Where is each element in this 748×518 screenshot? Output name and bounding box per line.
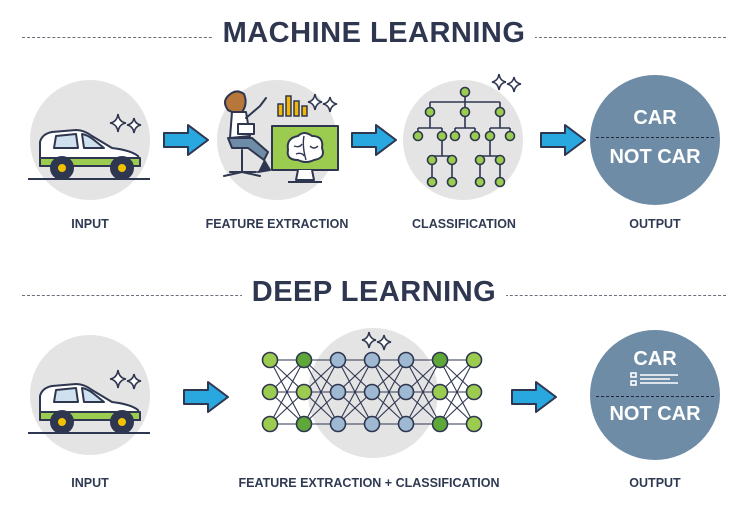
network-edge xyxy=(405,359,441,425)
network-node xyxy=(465,351,483,369)
network-node xyxy=(397,383,415,401)
network-node xyxy=(431,383,449,401)
car-icon xyxy=(28,129,150,180)
arrow-right-icon xyxy=(183,381,229,413)
ml-title-rule-right xyxy=(524,37,726,38)
dl-output-label: OUTPUT xyxy=(629,476,681,490)
sparkle-icon xyxy=(109,113,142,134)
arrow-right-icon xyxy=(163,124,209,156)
network-node xyxy=(431,351,449,369)
ml-output-car: CAR xyxy=(633,107,677,129)
sparkle-icon xyxy=(491,73,522,93)
dl-section-title: DEEP LEARNING xyxy=(0,276,748,309)
network-node xyxy=(329,415,347,433)
dl-title-rule-right xyxy=(490,295,726,296)
arrow-right-icon xyxy=(540,124,586,156)
network-node xyxy=(295,415,313,433)
ml-output-divider xyxy=(596,137,714,138)
network-node xyxy=(397,351,415,369)
sparkle-icon xyxy=(361,331,392,351)
network-node xyxy=(261,383,279,401)
network-node xyxy=(363,383,381,401)
arrow-right-icon xyxy=(511,381,557,413)
dl-output-not-car: NOT CAR xyxy=(609,403,701,425)
network-node xyxy=(363,351,381,369)
dl-input-label: INPUT xyxy=(71,476,109,490)
ml-classification-label: CLASSIFICATION xyxy=(412,217,516,231)
car-icon xyxy=(28,383,150,434)
sparkle-icon xyxy=(307,93,338,113)
neural-network-icon xyxy=(261,351,483,433)
network-node xyxy=(261,415,279,433)
dl-output-circle: CAR NOT CAR xyxy=(590,330,720,460)
network-node xyxy=(295,383,313,401)
ml-input-label: INPUT xyxy=(71,217,109,231)
dl-output-divider xyxy=(596,396,714,397)
dl-output-car: CAR xyxy=(633,348,677,370)
network-node xyxy=(465,415,483,433)
dl-feature-label: FEATURE EXTRACTION + CLASSIFICATION xyxy=(238,476,500,490)
ml-output-circle: CAR NOT CAR xyxy=(590,75,720,205)
network-edge xyxy=(439,359,475,425)
ml-output-label: OUTPUT xyxy=(629,217,681,231)
arrow-right-icon xyxy=(351,124,397,156)
person-at-computer-icon xyxy=(223,90,271,177)
bar-chart-icon xyxy=(277,95,308,117)
network-edge xyxy=(303,359,339,425)
network-node xyxy=(261,351,279,369)
network-node xyxy=(329,351,347,369)
network-node xyxy=(295,351,313,369)
ml-feature-label: FEATURE EXTRACTION xyxy=(205,217,349,231)
network-edge xyxy=(269,359,305,425)
network-node xyxy=(329,383,347,401)
brain-icon xyxy=(271,125,339,183)
network-node xyxy=(465,383,483,401)
network-edge xyxy=(337,359,373,425)
ml-title-rule-left xyxy=(22,37,222,38)
network-edge xyxy=(371,359,407,425)
network-node xyxy=(363,415,381,433)
sparkle-icon xyxy=(109,369,142,390)
ml-section-title: MACHINE LEARNING xyxy=(0,17,748,50)
network-node xyxy=(397,415,415,433)
network-node xyxy=(431,415,449,433)
dl-title-rule-left xyxy=(22,295,258,296)
list-icon xyxy=(630,372,678,386)
ml-output-not-car: NOT CAR xyxy=(609,146,701,168)
decision-tree-icon xyxy=(412,86,516,188)
